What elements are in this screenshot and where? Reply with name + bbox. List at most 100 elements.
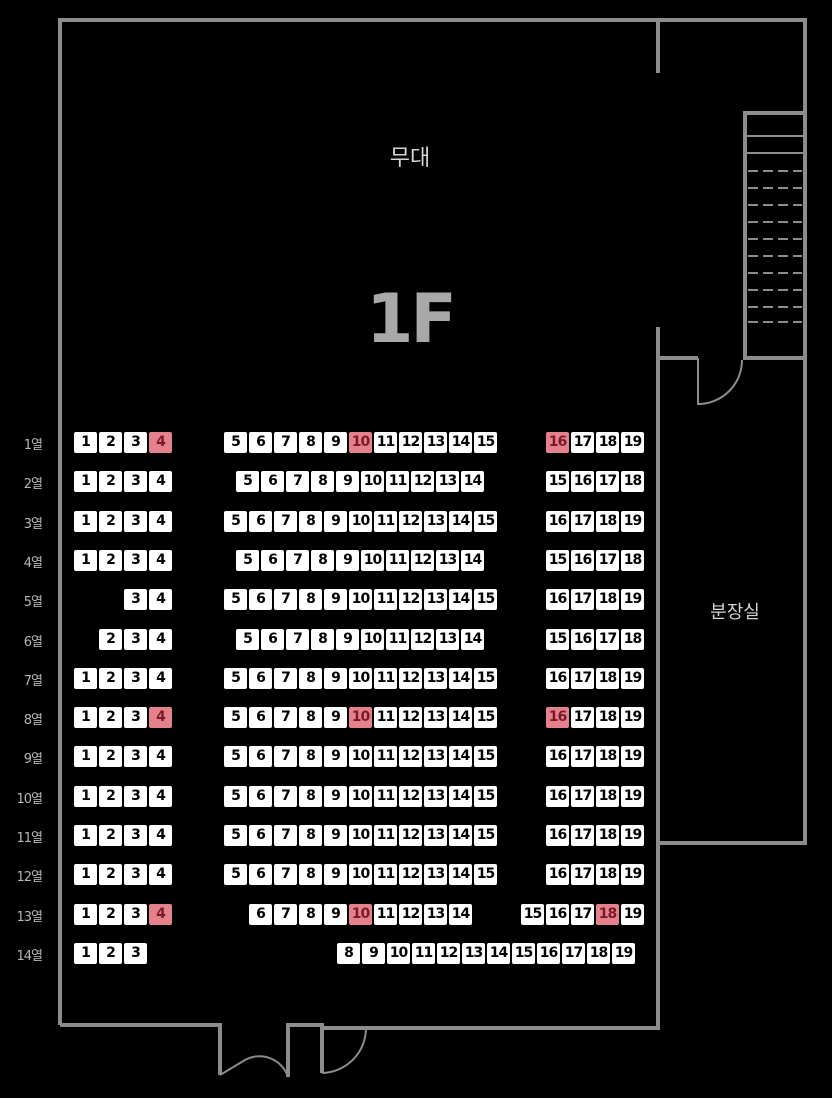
- seat[interactable]: 6: [261, 549, 284, 571]
- seat[interactable]: 12: [399, 785, 422, 807]
- seat[interactable]: 7: [274, 746, 297, 768]
- seat[interactable]: 6: [249, 903, 272, 925]
- seat[interactable]: 1: [74, 825, 97, 846]
- seat[interactable]: 3: [124, 746, 147, 768]
- seat[interactable]: 5: [224, 589, 247, 611]
- seat[interactable]: 8: [299, 667, 322, 689]
- seat[interactable]: 8: [299, 707, 322, 729]
- seat[interactable]: 9: [324, 864, 347, 886]
- seat[interactable]: 6: [261, 471, 284, 493]
- seat[interactable]: 9: [324, 825, 347, 846]
- seat[interactable]: 18: [596, 589, 619, 611]
- seat[interactable]: 15: [512, 942, 535, 964]
- seat[interactable]: 14: [449, 785, 472, 807]
- seat[interactable]: 10: [349, 746, 372, 768]
- seat[interactable]: 15: [474, 432, 497, 453]
- seat[interactable]: 6: [249, 589, 272, 611]
- seat[interactable]: 17: [571, 667, 594, 689]
- seat[interactable]: 17: [571, 825, 594, 846]
- seat[interactable]: 17: [571, 785, 594, 807]
- seat[interactable]: 15: [521, 903, 544, 925]
- seat[interactable]: 11: [374, 432, 397, 453]
- seat[interactable]: 5: [236, 549, 259, 571]
- seat[interactable]: 14: [461, 471, 484, 493]
- seat[interactable]: 1: [74, 549, 97, 571]
- seat[interactable]: 11: [386, 471, 409, 493]
- seat[interactable]: 13: [436, 628, 459, 650]
- seat[interactable]: 13: [424, 825, 447, 846]
- seat[interactable]: 13: [424, 746, 447, 768]
- seat[interactable]: 16: [546, 903, 569, 925]
- seat[interactable]: 13: [436, 471, 459, 493]
- seat[interactable]: 3: [124, 549, 147, 571]
- seat[interactable]: 16: [546, 510, 569, 532]
- seat[interactable]: 7: [274, 903, 297, 925]
- seat[interactable]: 1: [74, 471, 97, 493]
- seat[interactable]: 19: [621, 432, 644, 453]
- seat[interactable]: 17: [571, 510, 594, 532]
- seat[interactable]: 7: [274, 785, 297, 807]
- seat[interactable]: 14: [449, 432, 472, 453]
- seat[interactable]: 1: [74, 903, 97, 925]
- seat[interactable]: 11: [386, 549, 409, 571]
- seat[interactable]: 3: [124, 825, 147, 846]
- seat[interactable]: 9: [324, 707, 347, 729]
- seat[interactable]: 12: [411, 628, 434, 650]
- seat[interactable]: 19: [621, 825, 644, 846]
- seat[interactable]: 7: [274, 589, 297, 611]
- seat[interactable]: 14: [449, 825, 472, 846]
- seat[interactable]: 19: [621, 707, 644, 729]
- seat[interactable]: 8: [299, 864, 322, 886]
- seat[interactable]: 18: [596, 825, 619, 846]
- seat[interactable]: 7: [274, 432, 297, 453]
- seat-reserved[interactable]: 18: [596, 903, 619, 925]
- seat[interactable]: 14: [449, 589, 472, 611]
- seat[interactable]: 14: [449, 864, 472, 886]
- seat[interactable]: 19: [621, 903, 644, 925]
- seat[interactable]: 17: [571, 432, 594, 453]
- seat[interactable]: 3: [124, 628, 147, 650]
- seat[interactable]: 15: [474, 589, 497, 611]
- seat[interactable]: 19: [621, 785, 644, 807]
- seat[interactable]: 17: [596, 471, 619, 493]
- seat-reserved[interactable]: 4: [149, 903, 172, 925]
- seat[interactable]: 17: [571, 746, 594, 768]
- seat[interactable]: 19: [621, 864, 644, 886]
- seat[interactable]: 13: [424, 432, 447, 453]
- seat[interactable]: 4: [149, 510, 172, 532]
- seat[interactable]: 3: [124, 707, 147, 729]
- seat[interactable]: 16: [546, 785, 569, 807]
- seat[interactable]: 1: [74, 942, 97, 964]
- seat[interactable]: 8: [337, 942, 360, 964]
- seat[interactable]: 10: [361, 549, 384, 571]
- seat[interactable]: 5: [224, 667, 247, 689]
- seat[interactable]: 18: [621, 549, 644, 571]
- seat-reserved[interactable]: 4: [149, 432, 172, 453]
- seat[interactable]: 15: [474, 707, 497, 729]
- seat[interactable]: 3: [124, 903, 147, 925]
- seat[interactable]: 11: [374, 510, 397, 532]
- seat[interactable]: 15: [546, 628, 569, 650]
- seat[interactable]: 3: [124, 510, 147, 532]
- seat[interactable]: 15: [474, 785, 497, 807]
- seat[interactable]: 17: [571, 864, 594, 886]
- seat[interactable]: 16: [546, 825, 569, 846]
- seat[interactable]: 5: [224, 825, 247, 846]
- seat[interactable]: 13: [424, 785, 447, 807]
- seat[interactable]: 18: [621, 471, 644, 493]
- seat[interactable]: 10: [349, 510, 372, 532]
- seat-reserved[interactable]: 10: [349, 707, 372, 729]
- seat[interactable]: 2: [99, 942, 122, 964]
- seat[interactable]: 13: [424, 667, 447, 689]
- seat[interactable]: 18: [587, 942, 610, 964]
- seat[interactable]: 1: [74, 864, 97, 886]
- seat[interactable]: 13: [424, 510, 447, 532]
- seat[interactable]: 6: [249, 785, 272, 807]
- seat[interactable]: 12: [411, 471, 434, 493]
- seat[interactable]: 15: [474, 667, 497, 689]
- seat[interactable]: 19: [621, 746, 644, 768]
- seat[interactable]: 14: [449, 903, 472, 925]
- seat[interactable]: 1: [74, 746, 97, 768]
- seat[interactable]: 19: [621, 667, 644, 689]
- seat[interactable]: 7: [274, 864, 297, 886]
